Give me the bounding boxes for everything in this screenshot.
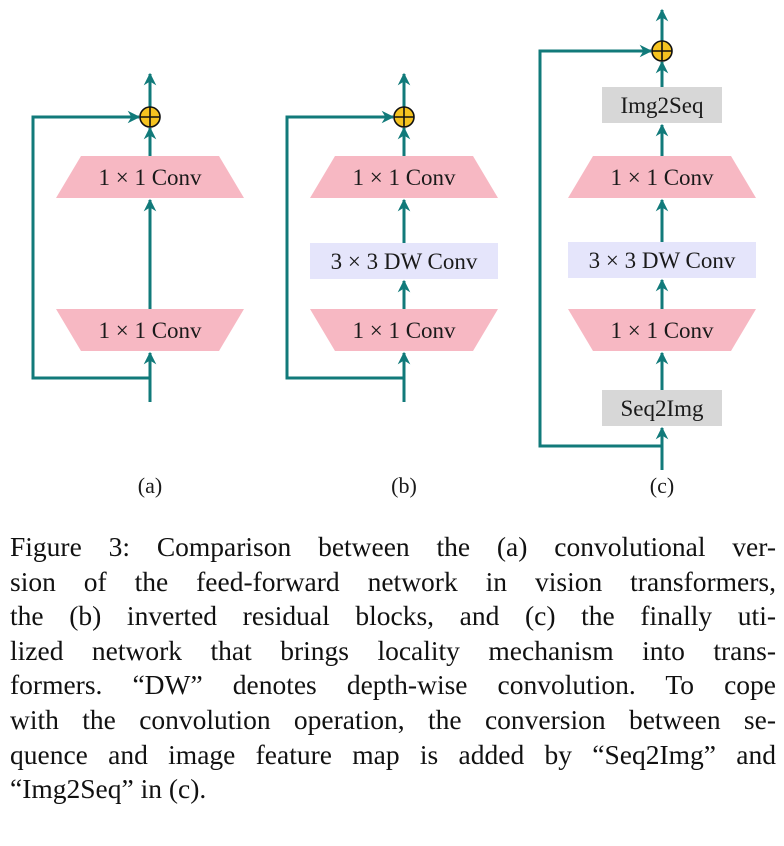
block-label: 3 × 3 DW Conv: [331, 249, 478, 274]
caption-line: quence and image feature map is added by…: [10, 738, 776, 770]
conv-1x1-block: 1 × 1 Conv: [56, 309, 244, 351]
caption-line: sion of the feed-forward network in visi…: [10, 565, 776, 597]
conv-trapezoid: [310, 156, 498, 198]
conv-trapezoid: [56, 309, 244, 351]
block-label: 1 × 1 Conv: [610, 318, 714, 343]
conv-1x1-block: 1 × 1 Conv: [310, 309, 498, 351]
block-label: 1 × 1 Conv: [98, 165, 202, 190]
residual-connection: [31, 110, 150, 380]
block-label: 1 × 1 Conv: [98, 318, 202, 343]
img2seq-block: Img2Seq: [602, 87, 722, 123]
caption-line: formers. “DW” denotes depth-wise convolu…: [10, 669, 776, 701]
panel-a: 1 × 1 Conv 1 × 1 Conv (a): [31, 72, 244, 498]
conv-1x1-block: 1 × 1 Conv: [568, 309, 756, 351]
conv-trapezoid: [568, 309, 756, 351]
circled-plus-icon: [393, 106, 415, 128]
panel-sublabel: (a): [138, 473, 162, 498]
block-label: 1 × 1 Conv: [352, 165, 456, 190]
dw-conv-block: 3 × 3 DW Conv: [568, 242, 756, 278]
conv-trapezoid: [56, 156, 244, 198]
block-label: 1 × 1 Conv: [610, 165, 714, 190]
block-label: Img2Seq: [620, 93, 704, 118]
conv-1x1-block: 1 × 1 Conv: [56, 156, 244, 198]
conv-1x1-block: 1 × 1 Conv: [568, 156, 756, 198]
seq-rect: [602, 390, 722, 426]
block-label: Seq2Img: [620, 396, 704, 421]
figure-caption: Figure 3: Comparison between the (a) con…: [10, 530, 776, 807]
dw-conv-block: 3 × 3 DW Conv: [310, 243, 498, 279]
block-label: 3 × 3 DW Conv: [589, 248, 736, 273]
residual-connection: [538, 44, 662, 448]
caption-line: lized network that brings locality mecha…: [10, 634, 776, 666]
conv-1x1-block: 1 × 1 Conv: [310, 156, 498, 198]
residual-connection: [285, 110, 404, 380]
circled-plus-icon: [139, 106, 161, 128]
seq-rect: [602, 87, 722, 123]
block-label: 1 × 1 Conv: [352, 318, 456, 343]
conv-trapezoid: [310, 309, 498, 351]
seq2img-block: Seq2Img: [602, 390, 722, 426]
caption-line: the (b) inverted residual blocks, and (c…: [10, 600, 776, 632]
panel-sublabel: (c): [650, 473, 674, 498]
caption-line: with the convolution operation, the conv…: [10, 703, 776, 735]
caption-line: “Img2Seq” in (c).: [10, 773, 207, 805]
conv-trapezoid: [568, 156, 756, 198]
caption-line: Figure 3: Comparison between the (a) con…: [10, 531, 776, 562]
circled-plus-icon: [651, 40, 673, 62]
figure-diagram: 1 × 1 Conv 1 × 1 Conv (a) 1 × 1 Conv 3 × 3 D…: [31, 8, 756, 498]
panel-b: 1 × 1 Conv 3 × 3 DW Conv 1 × 1 Conv (b): [285, 72, 498, 498]
dw-conv-rect: [568, 242, 756, 278]
panel-c: Img2Seq 1 × 1 Conv 3 × 3 DW Conv 1 × 1 Conv…: [538, 8, 756, 498]
dw-conv-rect: [310, 243, 498, 279]
panel-sublabel: (b): [391, 473, 417, 498]
